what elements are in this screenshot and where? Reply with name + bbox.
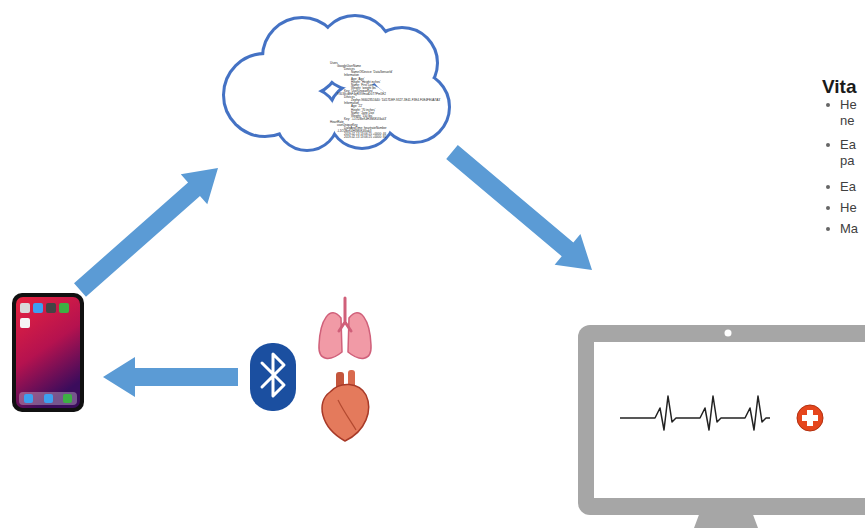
bullet-dot (826, 143, 830, 147)
bluetooth-icon (250, 343, 296, 411)
cloud-database: UsersGoogleUserNameDevicesNameOfDevice: … (222, 15, 448, 151)
heart-icon (322, 370, 369, 441)
bullet-dot (826, 103, 830, 107)
database-entry: Users (330, 62, 338, 65)
lung-lobe (319, 313, 342, 359)
database-entry: Key: '-L1O2BeK4H3M0K4Gak3' (344, 118, 387, 121)
bluetooth-rune (262, 354, 284, 396)
cloud-outline (277, 89, 337, 149)
medical-cross (802, 415, 818, 421)
database-entry: 2019-02-13 13:06:25 +0000: 80 (344, 136, 386, 139)
medical-cross-badge (797, 405, 823, 431)
monitor-screen (594, 342, 865, 498)
phone-body (12, 293, 84, 412)
app-icon (63, 394, 72, 403)
list-item: Ma (840, 221, 864, 237)
flow-arrow (74, 168, 218, 297)
phone-dock (19, 392, 77, 405)
trachea (339, 298, 351, 331)
bullet-dots (826, 103, 830, 231)
list-item: Ea pa (840, 137, 864, 169)
bullet-dot (826, 206, 830, 210)
list-item: He (840, 200, 864, 216)
bluetooth-badge (250, 343, 296, 411)
smartphone (12, 293, 84, 412)
app-icon (20, 303, 30, 313)
app-icon (20, 318, 30, 328)
lung-lobe (348, 313, 371, 359)
flow-arrow (103, 357, 238, 397)
cloud-fill (330, 83, 394, 147)
flow-arrows (74, 145, 592, 397)
database-entry: Zephyr-96602851640: 'D417DEF-9327-3E41-F… (351, 99, 441, 102)
app-icon (44, 394, 53, 403)
bullet-dot (826, 227, 830, 231)
app-icon (24, 394, 33, 403)
app-icon (59, 303, 69, 313)
list-item: He ne (840, 97, 864, 129)
ecg-trace (620, 396, 770, 430)
cloud-outline (330, 83, 394, 147)
panel-title: Vita (822, 76, 857, 98)
bullet-dot (826, 185, 830, 189)
phone-screen (16, 297, 80, 408)
flow-arrow (446, 145, 592, 270)
heart-detail (338, 400, 356, 430)
lungs-icon (319, 298, 371, 358)
cloud-outline (222, 15, 448, 151)
app-icon (46, 303, 56, 313)
list-item: Ea (840, 179, 864, 195)
cloud-fill (277, 89, 337, 149)
app-icon (33, 303, 43, 313)
monitor (578, 325, 865, 528)
monitor-camera (725, 330, 732, 337)
heart-body (322, 384, 369, 441)
